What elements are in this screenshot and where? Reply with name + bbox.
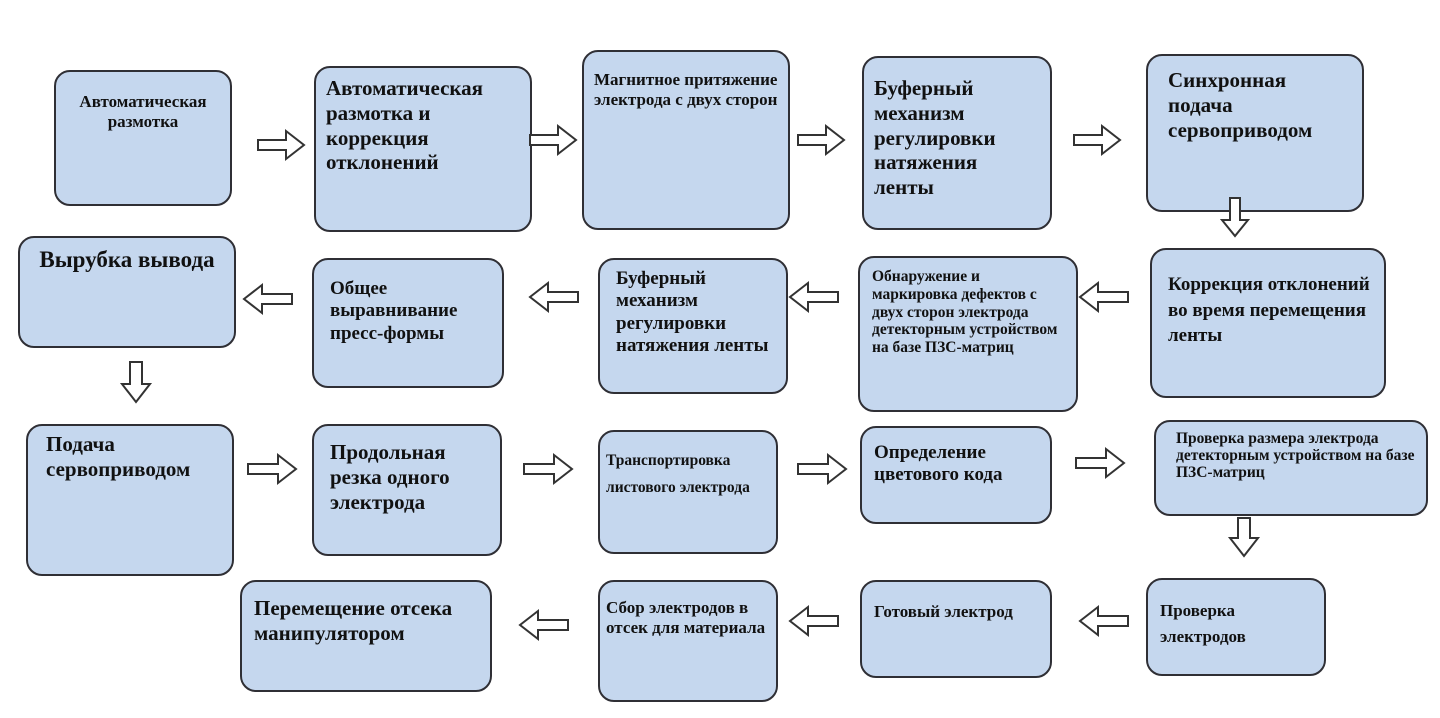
step-sheet-electrode-transport: Транспортировка листового электрода [598,430,778,554]
step-label: Определение цветового кода [874,442,1003,486]
arrow-right-icon [1073,123,1122,157]
step-label: Буферный механизм регулировки натяжения … [874,76,996,200]
step-label: Подача сервоприводом [46,432,191,481]
step-label: Коррекция отклонений во время перемещени… [1168,274,1370,347]
step-electrode-inspection: Проверка электродов [1146,578,1326,676]
step-buffer-tension-2: Буферный механизм регулировки натяжения … [598,258,788,394]
step-label: Сбор электродов в отсек для материала [606,598,766,638]
step-label: Проверка электродов [1160,601,1246,646]
arrow-left-icon [518,608,569,642]
step-label: Автоматическая размотка [79,92,207,132]
arrow-left-icon [788,604,839,638]
step-finished-electrode: Готовый электрод [860,580,1052,678]
arrow-left-icon [788,280,839,314]
step-tab-die-cutting: Вырубка вывода [18,236,236,348]
step-deviation-correction: Коррекция отклонений во время перемещени… [1150,248,1386,398]
arrow-left-icon [528,280,579,314]
step-electrode-collection: Сбор электродов в отсек для материала [598,580,778,702]
step-automatic-unwinding: Автоматическая размотка [54,70,232,206]
step-single-electrode-slitting: Продольная резка одного электрода [312,424,502,556]
arrow-right-icon [797,123,846,157]
arrow-left-icon [242,282,293,316]
step-magnetic-attraction: Магнитное притяжение электрода с двух ст… [582,50,790,230]
step-electrode-size-check: Проверка размера электрода детекторным у… [1154,420,1428,516]
step-mold-alignment: Общее выравнивание пресс-формы [312,258,504,388]
step-label: Продольная резка одного электрода [330,440,450,514]
arrow-right-icon [529,123,578,157]
arrow-down-icon [1219,197,1251,238]
step-label: Магнитное притяжение электрода с двух ст… [594,70,778,110]
step-buffer-tension-1: Буферный механизм регулировки натяжения … [862,56,1052,230]
arrow-right-icon [797,452,848,486]
arrow-right-icon [523,452,574,486]
arrow-right-icon [257,128,306,162]
step-defect-detection: Обнаружение и маркировка дефектов с двух… [858,256,1078,412]
step-label: Синхронная подача сервоприводом [1168,68,1313,142]
step-label: Проверка размера электрода детекторным у… [1176,430,1415,482]
step-label: Буферный механизм регулировки натяжения … [616,268,769,357]
arrow-left-icon [1078,604,1129,638]
arrow-down-icon [119,361,153,404]
step-servo-feed: Подача сервоприводом [26,424,234,576]
step-label: Автоматическая размотка и коррекция откл… [326,76,484,175]
arrow-down-icon [1227,517,1261,558]
step-label: Обнаружение и маркировка дефектов с двух… [872,268,1058,357]
step-unwinding-correction: Автоматическая размотка и коррекция откл… [314,66,532,232]
step-manipulator-transfer: Перемещение отсека манипулятором [240,580,492,692]
step-color-code-detection: Определение цветового кода [860,426,1052,524]
step-label: Готовый электрод [874,602,1013,621]
arrow-left-icon [1078,280,1129,314]
arrow-right-icon [247,452,298,486]
step-synchronous-servo-feed: Синхронная подача сервоприводом [1146,54,1364,212]
step-label: Вырубка вывода [39,247,215,272]
step-label: Перемещение отсека манипулятором [254,596,453,645]
step-label: Общее выравнивание пресс-формы [330,278,458,344]
step-label: Транспортировка листового электрода [606,452,750,496]
arrow-right-icon [1075,446,1126,480]
